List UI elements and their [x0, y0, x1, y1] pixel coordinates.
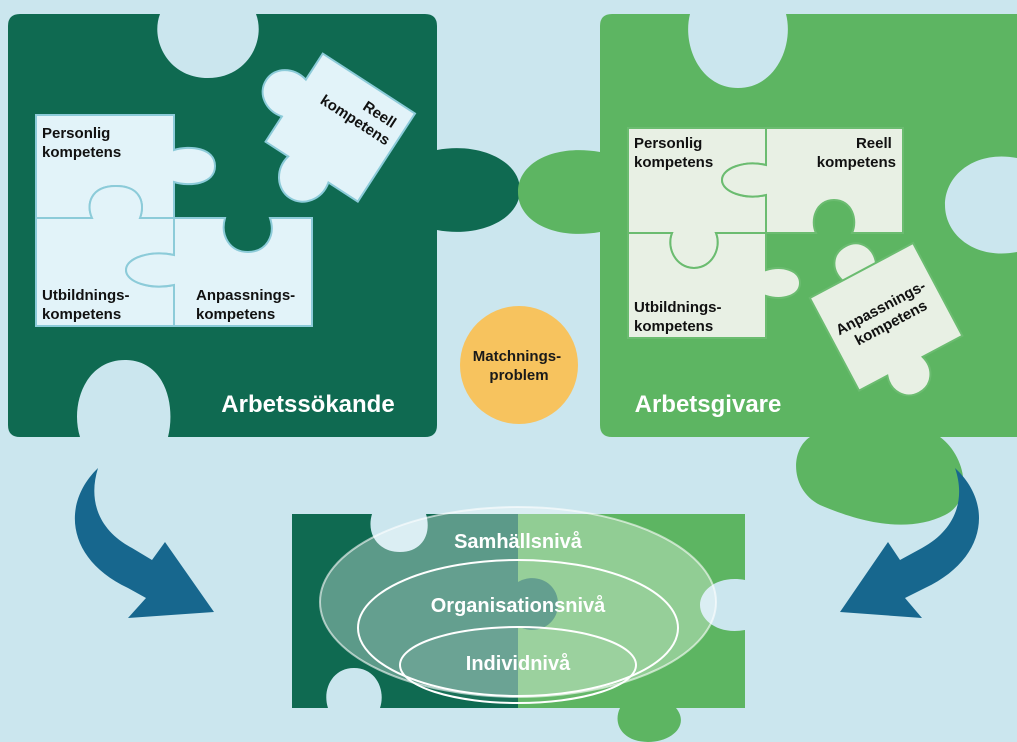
- jobseeker-adaptation-label-1: Anpassnings-: [196, 287, 295, 304]
- jobseeker-adaptation-label-2: kompetens: [196, 306, 275, 323]
- employer-education-label-2: kompetens: [634, 318, 713, 335]
- svg-text:Utbildnings- kompetens: Utbildnings- kompetens: [634, 299, 726, 335]
- employer-education-label-1: Utbildnings-: [634, 299, 721, 316]
- combined-puzzle: [292, 514, 745, 742]
- jobseeker-personal-label-2: kompetens: [42, 144, 121, 161]
- svg-text:Utbildnings- kompetens: Utbildnings- kompetens: [42, 287, 134, 323]
- svg-text:Reell kompetens: Reell kompetens: [817, 135, 896, 171]
- jobseeker-personal-label-1: Personlig: [42, 125, 110, 142]
- matching-circle: [460, 306, 578, 424]
- employer-adaptation-piece: [808, 241, 964, 397]
- jobseeker-education-label-1: Utbildnings-: [42, 287, 129, 304]
- jobseeker-real-piece: [261, 52, 417, 203]
- curved-arrow-icon: [840, 468, 979, 618]
- left-arrow-shape: [74, 468, 215, 618]
- matching-problem-badge: Matchnings- problem: [460, 306, 578, 424]
- society-level-label: Samhällsnivå: [454, 530, 583, 553]
- combined-tab: [518, 578, 558, 630]
- jobseeker-adaptation-piece: [124, 217, 313, 327]
- employer-real-label-1: Reell: [856, 135, 892, 152]
- svg-text:Personlig kompetens: Personlig kompetens: [42, 125, 121, 161]
- employer-real-label-2: kompetens: [817, 154, 896, 171]
- matching-label-1: Matchnings-: [473, 348, 561, 365]
- jobseeker-competence-pieces: Reell kompetens Personlig kompetens Utbi…: [35, 52, 417, 327]
- svg-text:Personlig kompetens: Personlig kompetens: [634, 135, 713, 171]
- jobseeker-title: Arbetssökande: [221, 391, 394, 418]
- organisation-level-label: Organisationsnivå: [431, 594, 606, 617]
- level-ellipses: Samhällsnivå Organisationsnivå Individni…: [319, 506, 717, 704]
- individual-level-label: Individnivå: [466, 652, 571, 675]
- employer-education-piece: [627, 232, 802, 339]
- jobseeker-real-piece-group: Reell kompetens: [261, 52, 417, 203]
- employer-real-piece: [720, 127, 904, 234]
- combined-right-half: [518, 514, 745, 742]
- svg-text:Matchnings- problem: Matchnings- problem: [473, 348, 566, 384]
- matching-label-2: problem: [489, 367, 548, 384]
- employer-competence-pieces: Anpassnings- kompetens Personlig kompete…: [627, 127, 964, 397]
- individual-level-ellipse: [399, 626, 637, 704]
- combined-left-half: [292, 514, 518, 708]
- employer-adaptation-piece-group: Anpassnings- kompetens: [808, 241, 964, 397]
- svg-text:Anpassnings- kompetens: Anpassnings- kompetens: [196, 287, 299, 323]
- employer-title: Arbetsgivare: [635, 391, 782, 418]
- curved-arrow-icon: [74, 468, 215, 618]
- right-arrow-shape: [840, 468, 979, 618]
- employer-personal-label-2: kompetens: [634, 154, 713, 171]
- jobseeker-education-label-2: kompetens: [42, 306, 121, 323]
- employer-personal-label-1: Personlig: [634, 135, 702, 152]
